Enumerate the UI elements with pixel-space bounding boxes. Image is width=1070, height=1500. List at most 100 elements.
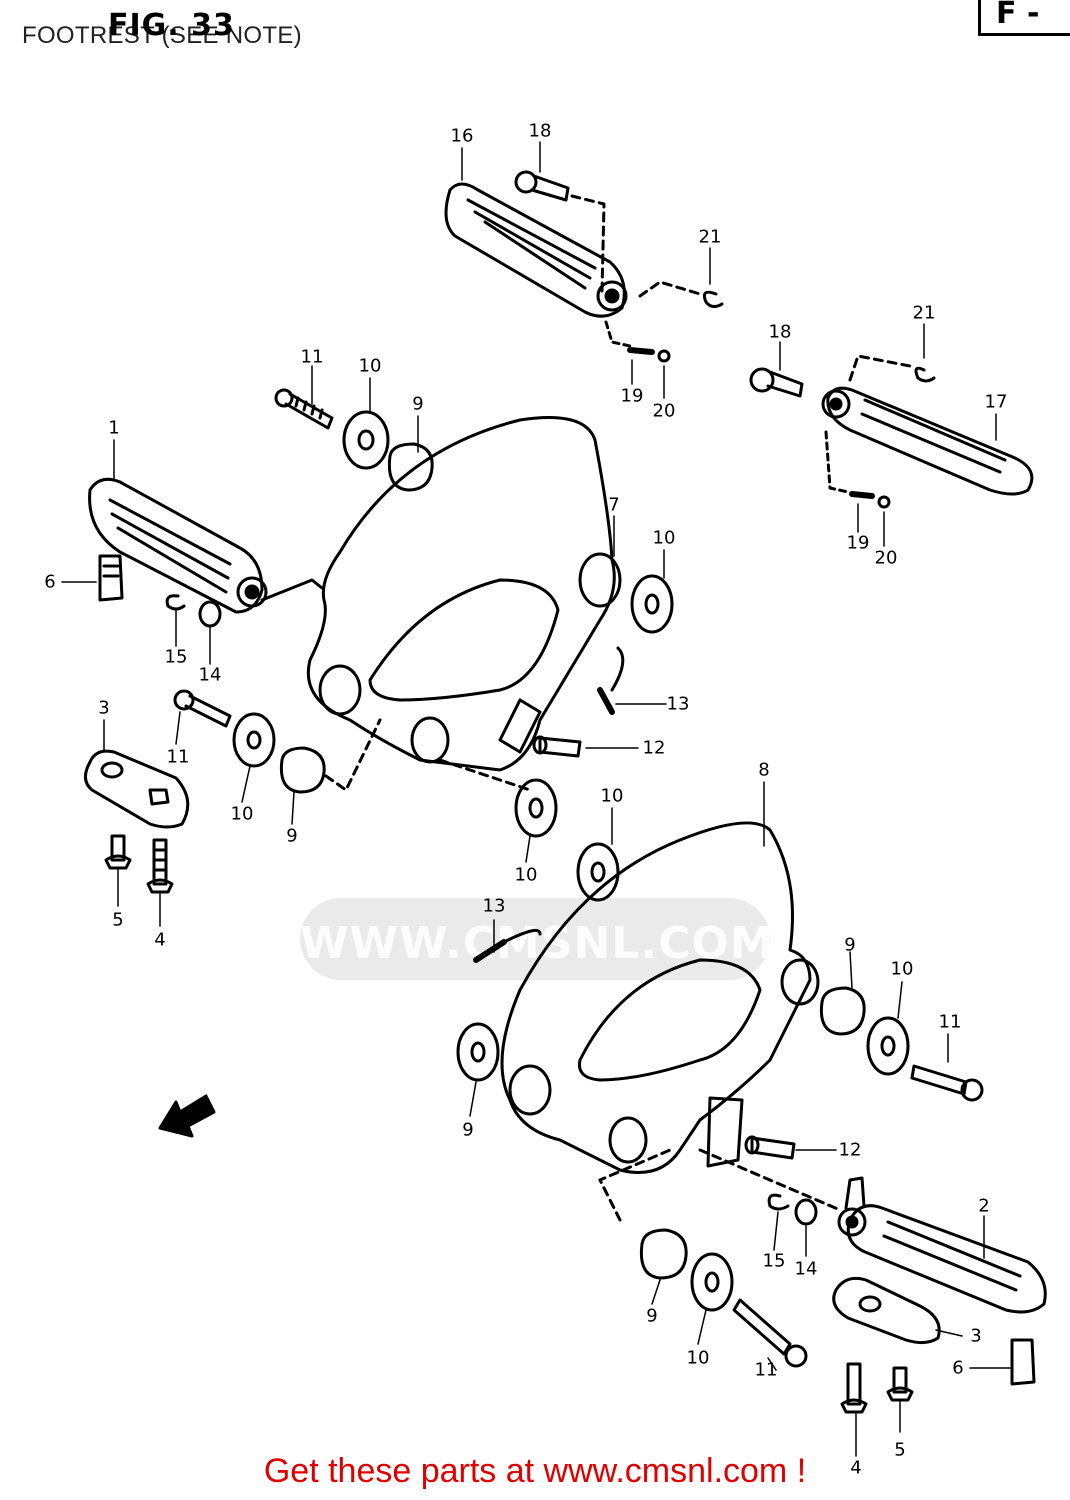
part-label-10-mid2: 10 [600, 785, 624, 807]
part-label-12-lower: 12 [838, 1139, 862, 1161]
part-label-14-left: 14 [198, 664, 222, 686]
bolt-5-left [104, 834, 132, 870]
bolt-6-left [98, 554, 124, 602]
part-label-7: 7 [608, 494, 620, 516]
pin-18-right [749, 367, 804, 398]
part-label-13-lower: 13 [482, 895, 506, 917]
part-label-20-upper: 20 [652, 400, 676, 422]
part-label-9-right: 9 [844, 934, 856, 956]
part-label-11-upper: 11 [300, 346, 324, 368]
part-label-11-left: 11 [166, 746, 190, 768]
part-label-13-upper: 13 [666, 693, 690, 715]
footpeg-2 [837, 1176, 1047, 1314]
bracket-8 [500, 821, 820, 1174]
part-label-10-bracket7: 10 [652, 527, 676, 549]
part-label-20-right: 20 [874, 547, 898, 569]
part-label-6-right: 6 [952, 1357, 964, 1379]
bushing-9-right [819, 986, 866, 1036]
spring-13-upper [597, 687, 615, 715]
washer-10-mid2 [576, 842, 620, 902]
part-label-9-lower: 9 [462, 1119, 474, 1141]
part-label-18-right: 18 [768, 321, 792, 343]
part-label-4-right: 4 [850, 1457, 862, 1479]
pin-12-lower [750, 1136, 796, 1160]
part-label-4-left: 4 [154, 929, 166, 951]
part-label-19-right: 19 [846, 532, 870, 554]
part-label-10-right: 10 [890, 958, 914, 980]
bolt-6-right [1010, 1338, 1036, 1386]
ball-20-upper [657, 349, 671, 363]
part-label-3-left: 3 [98, 697, 110, 719]
clip-21-right [914, 366, 936, 383]
part-label-3-right: 3 [970, 1325, 982, 1347]
part-label-10-mid: 10 [514, 864, 538, 886]
bushing-9-upper [387, 442, 434, 492]
pin-18-upper [514, 170, 570, 202]
bolt-11-left [173, 689, 232, 728]
part-label-2: 2 [978, 1195, 990, 1217]
front-direction-arrow-icon [158, 1094, 216, 1138]
part-label-1: 1 [108, 417, 120, 439]
bolt-4-left [146, 838, 174, 894]
part-label-12-upper: 12 [642, 737, 666, 759]
footpeg-16 [444, 182, 628, 318]
part-label-11-right: 11 [938, 1011, 962, 1033]
part-label-21-upper: 21 [698, 226, 722, 248]
clip-21-upper [702, 290, 724, 309]
spring-19-right [849, 491, 875, 499]
washer-10-bottom [690, 1252, 734, 1312]
footpeg-1 [88, 477, 324, 614]
part-label-10-left: 10 [230, 803, 254, 825]
spring-13-lower [473, 939, 507, 963]
section-tab-frame [978, 0, 1070, 36]
bushing-9-bottom [639, 1228, 688, 1280]
pivot-plate-3-left [84, 749, 190, 829]
part-label-5-left: 5 [112, 909, 124, 931]
part-label-9-upper: 9 [412, 393, 424, 415]
part-label-14-right: 14 [794, 1258, 818, 1280]
part-label-16: 16 [450, 125, 474, 147]
washer-10-left [232, 712, 276, 768]
washer-10-mid [514, 778, 558, 838]
part-label-8: 8 [758, 759, 770, 781]
bracket-7 [306, 416, 622, 772]
section-tab: F - [996, 0, 1040, 31]
bushing-9-left [279, 746, 326, 794]
spring-19-upper [627, 347, 655, 355]
part-label-18-upper: 18 [528, 120, 552, 142]
bolt-11-bottom [732, 1298, 808, 1368]
bolt-11-right [910, 1064, 984, 1102]
washer-9-lower [456, 1022, 500, 1082]
clip-15-right [767, 1193, 790, 1211]
part-label-5-right: 5 [894, 1439, 906, 1461]
page-title: FOOTREST (SEE NOTE) [22, 22, 302, 49]
part-label-10-upper: 10 [358, 355, 382, 377]
pivot-plate-3-right [832, 1276, 941, 1345]
ball-20-right [877, 495, 891, 509]
parts-shop-banner[interactable]: Get these parts at www.cmsnl.com ! [263, 1452, 807, 1490]
part-label-10-bottom: 10 [686, 1347, 710, 1369]
washer-14-right [794, 1198, 818, 1226]
bolt-11-upper [274, 388, 334, 430]
part-label-21-right: 21 [912, 302, 936, 324]
part-label-6-left: 6 [44, 571, 56, 593]
washer-14-left [198, 600, 222, 628]
footpeg-17 [821, 386, 1034, 496]
part-label-9-left: 9 [286, 825, 298, 847]
leader-line [570, 194, 606, 294]
washer-10-bracket7 [630, 574, 674, 634]
pin-12-upper [538, 736, 582, 758]
clip-15-left [165, 594, 186, 611]
bolt-4-right [840, 1362, 868, 1414]
part-label-11-bottom: 11 [754, 1359, 778, 1381]
bolt-5-right [886, 1366, 914, 1402]
part-label-17: 17 [984, 391, 1008, 413]
washer-10-upper [342, 410, 390, 470]
part-label-19-upper: 19 [620, 385, 644, 407]
part-label-9-bottom: 9 [646, 1305, 658, 1327]
figure-number: FIG. 33 [108, 8, 235, 43]
part-label-15-right: 15 [762, 1250, 786, 1272]
part-label-15-left: 15 [164, 646, 188, 668]
washer-10-right [866, 1016, 910, 1076]
